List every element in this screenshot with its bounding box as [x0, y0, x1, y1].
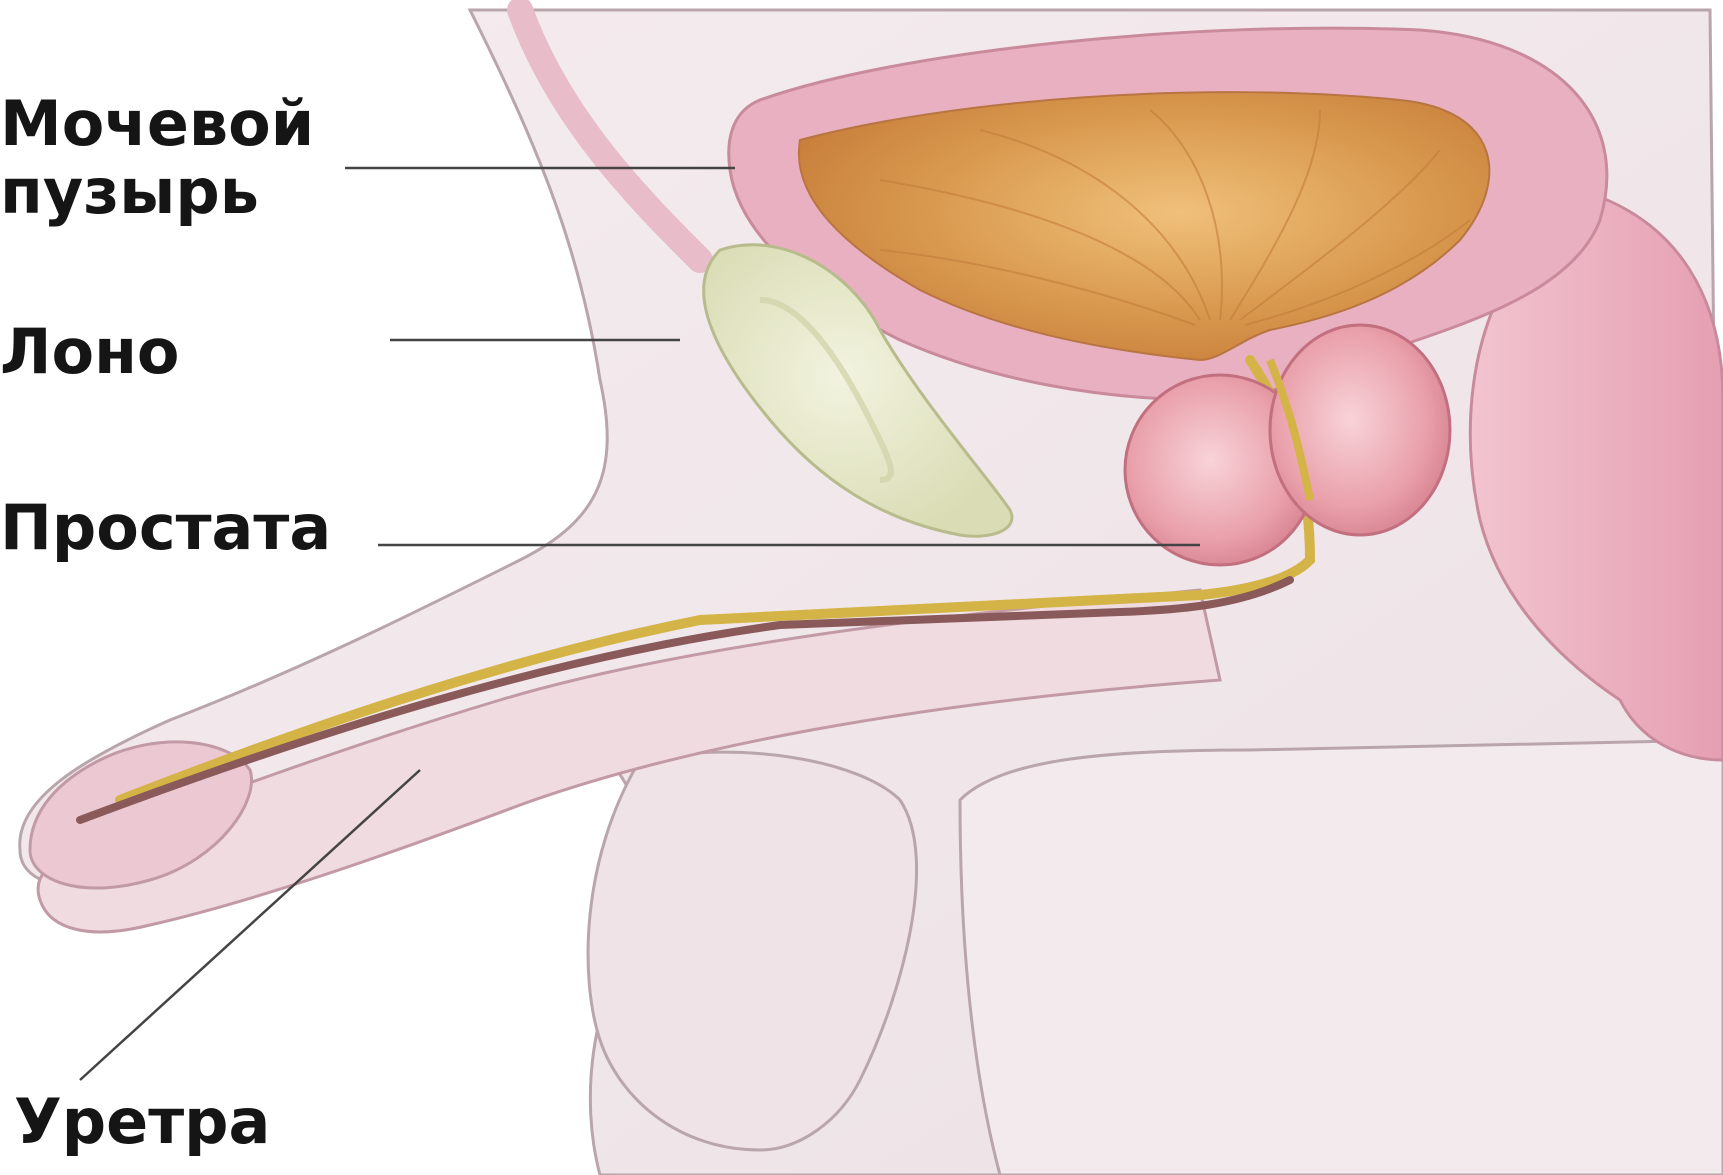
label-prostate: Простата: [0, 494, 331, 562]
label-bladder-line2: пузырь: [0, 158, 314, 226]
label-urethra: Уретра: [14, 1088, 270, 1156]
label-bladder-line1: Мочевой: [0, 90, 314, 158]
label-bladder: Мочевой пузырь: [0, 90, 314, 226]
thigh: [960, 740, 1723, 1175]
label-pubis: Лоно: [0, 318, 180, 386]
